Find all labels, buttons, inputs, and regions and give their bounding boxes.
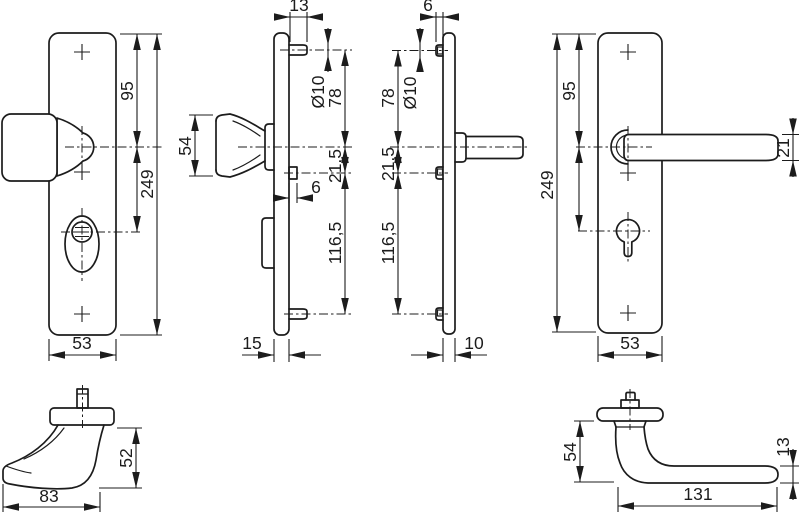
dim-label-6: 6 <box>423 0 433 15</box>
dim-label-116-5: 116,5 <box>378 222 398 265</box>
dim-label-116-5: 116,5 <box>325 222 345 265</box>
lever-bar <box>623 133 779 162</box>
spindle-bar <box>465 135 524 160</box>
knob-grip-contour <box>23 427 65 460</box>
dim-lever-thickness: 21 <box>773 118 799 177</box>
dim-bar-thickness: 13 <box>773 437 799 500</box>
dim-plate-thickness: 15 <box>242 333 321 362</box>
knob-contour-bottom <box>232 154 261 171</box>
dim-knob-height: 54 <box>175 114 213 177</box>
dim-center-to-pin: 21,5 <box>378 147 402 181</box>
knob-contour-top <box>232 120 261 137</box>
bolt-top-head <box>436 46 444 55</box>
dim-label-21: 21 <box>773 138 793 157</box>
screw-hole-cross-middle <box>620 165 636 181</box>
dim-top-bolt-to-center: 78 <box>378 50 402 147</box>
dim-label-131: 131 <box>683 484 712 504</box>
knob-head <box>1 113 58 182</box>
dim-label-53: 53 <box>620 333 639 353</box>
screw-hole-cross-top <box>74 44 90 60</box>
dim-label-21-5: 21,5 <box>378 147 398 181</box>
backplate-side-outline <box>273 32 290 336</box>
backplate-outline <box>597 32 663 334</box>
cylinder-housing-side <box>261 217 275 269</box>
dim-label-13: 13 <box>773 437 793 456</box>
fixing-bolt-top <box>288 44 308 56</box>
dim-bolt-length: 6 <box>420 0 459 42</box>
dim-top-bolt-to-center: 78 <box>325 50 349 147</box>
knob-profile-top <box>215 113 266 132</box>
dim-plate-width: 53 <box>48 333 117 361</box>
dim-label-83: 83 <box>39 486 58 506</box>
lever-rose-flange <box>596 407 664 422</box>
screw-hole-cross-bottom <box>74 306 90 322</box>
dim-label-6: 6 <box>311 177 321 197</box>
dim-pin-to-bottom-bolt: 116,5 <box>378 173 402 314</box>
figure-knob-plate-side: 13 Ø10 78 54 21,5 6 <box>175 0 352 362</box>
dim-label-15: 15 <box>242 333 261 353</box>
dim-label-249: 249 <box>137 169 157 198</box>
figure-knob-plate-front: 95 249 53 <box>1 32 162 361</box>
dim-plate-width: 53 <box>597 333 663 362</box>
screw-hole-cross-middle <box>74 164 90 180</box>
dim-top-to-knob: 95 <box>117 33 162 147</box>
knob-grip-outline <box>2 424 105 490</box>
figure-lever-plate-front: 95 249 21 53 <box>537 32 799 362</box>
knob-grip-foot-line <box>5 465 32 474</box>
dim-bolt-diameter: Ø10 <box>400 28 424 110</box>
dim-label-54: 54 <box>175 136 195 156</box>
screw-hole-cross-top <box>620 44 636 60</box>
dim-lever-height: 54 <box>560 420 614 483</box>
screw-hole-cross-bottom <box>620 305 636 321</box>
dim-label-249: 249 <box>537 170 557 199</box>
dim-label-10: 10 <box>464 333 484 353</box>
dim-plate-thickness: 10 <box>411 333 487 362</box>
neck-right-edge <box>643 420 647 428</box>
dim-lever-length: 131 <box>617 484 778 512</box>
knob-neck <box>56 117 95 177</box>
dim-label-78: 78 <box>378 88 398 107</box>
plate-side-outline <box>442 32 456 335</box>
dim-label-95: 95 <box>117 81 137 100</box>
dim-label-53: 53 <box>72 333 91 353</box>
dim-label-78: 78 <box>325 88 345 107</box>
dim-pin-length: 6 <box>273 177 321 203</box>
knob-rose-flange <box>49 407 115 426</box>
dim-label-54: 54 <box>560 442 580 462</box>
dim-label-13: 13 <box>289 0 308 15</box>
figure-spindle-plate-side: 6 Ø10 78 21,5 116,5 10 <box>378 0 530 362</box>
dim-bolt-diameter: Ø10 <box>308 28 332 109</box>
figure-lever-profile: 54 13 131 <box>560 389 799 512</box>
euro-cylinder-hole <box>615 218 641 258</box>
dim-label-dia10: Ø10 <box>400 76 420 109</box>
knob-flange <box>264 123 275 171</box>
dim-label-52: 52 <box>116 448 136 467</box>
lever-grip-outline <box>614 426 779 484</box>
dim-pin-to-bottom-bolt: 116,5 <box>325 173 349 314</box>
dim-label-21-5: 21,5 <box>325 149 345 183</box>
dim-total-height: 249 <box>120 34 162 336</box>
neck-left-edge <box>613 420 617 428</box>
dim-knob-length: 83 <box>2 484 101 512</box>
knob-profile-bottom <box>215 160 266 178</box>
dim-center-to-pin: 21,5 <box>325 147 349 183</box>
dim-top-to-lever: 95 <box>552 33 596 147</box>
figure-knob-profile: 52 83 <box>2 385 142 512</box>
dim-label-dia10: Ø10 <box>308 75 328 108</box>
dim-knob-height: 52 <box>99 427 142 489</box>
pin-middle-head <box>436 168 444 176</box>
dim-label-95: 95 <box>559 81 579 100</box>
backplate-outline <box>48 32 117 336</box>
dim-total-height: 249 <box>537 34 596 333</box>
dim-bolt-length: 13 <box>274 0 323 42</box>
bolt-bottom-head <box>436 309 444 317</box>
